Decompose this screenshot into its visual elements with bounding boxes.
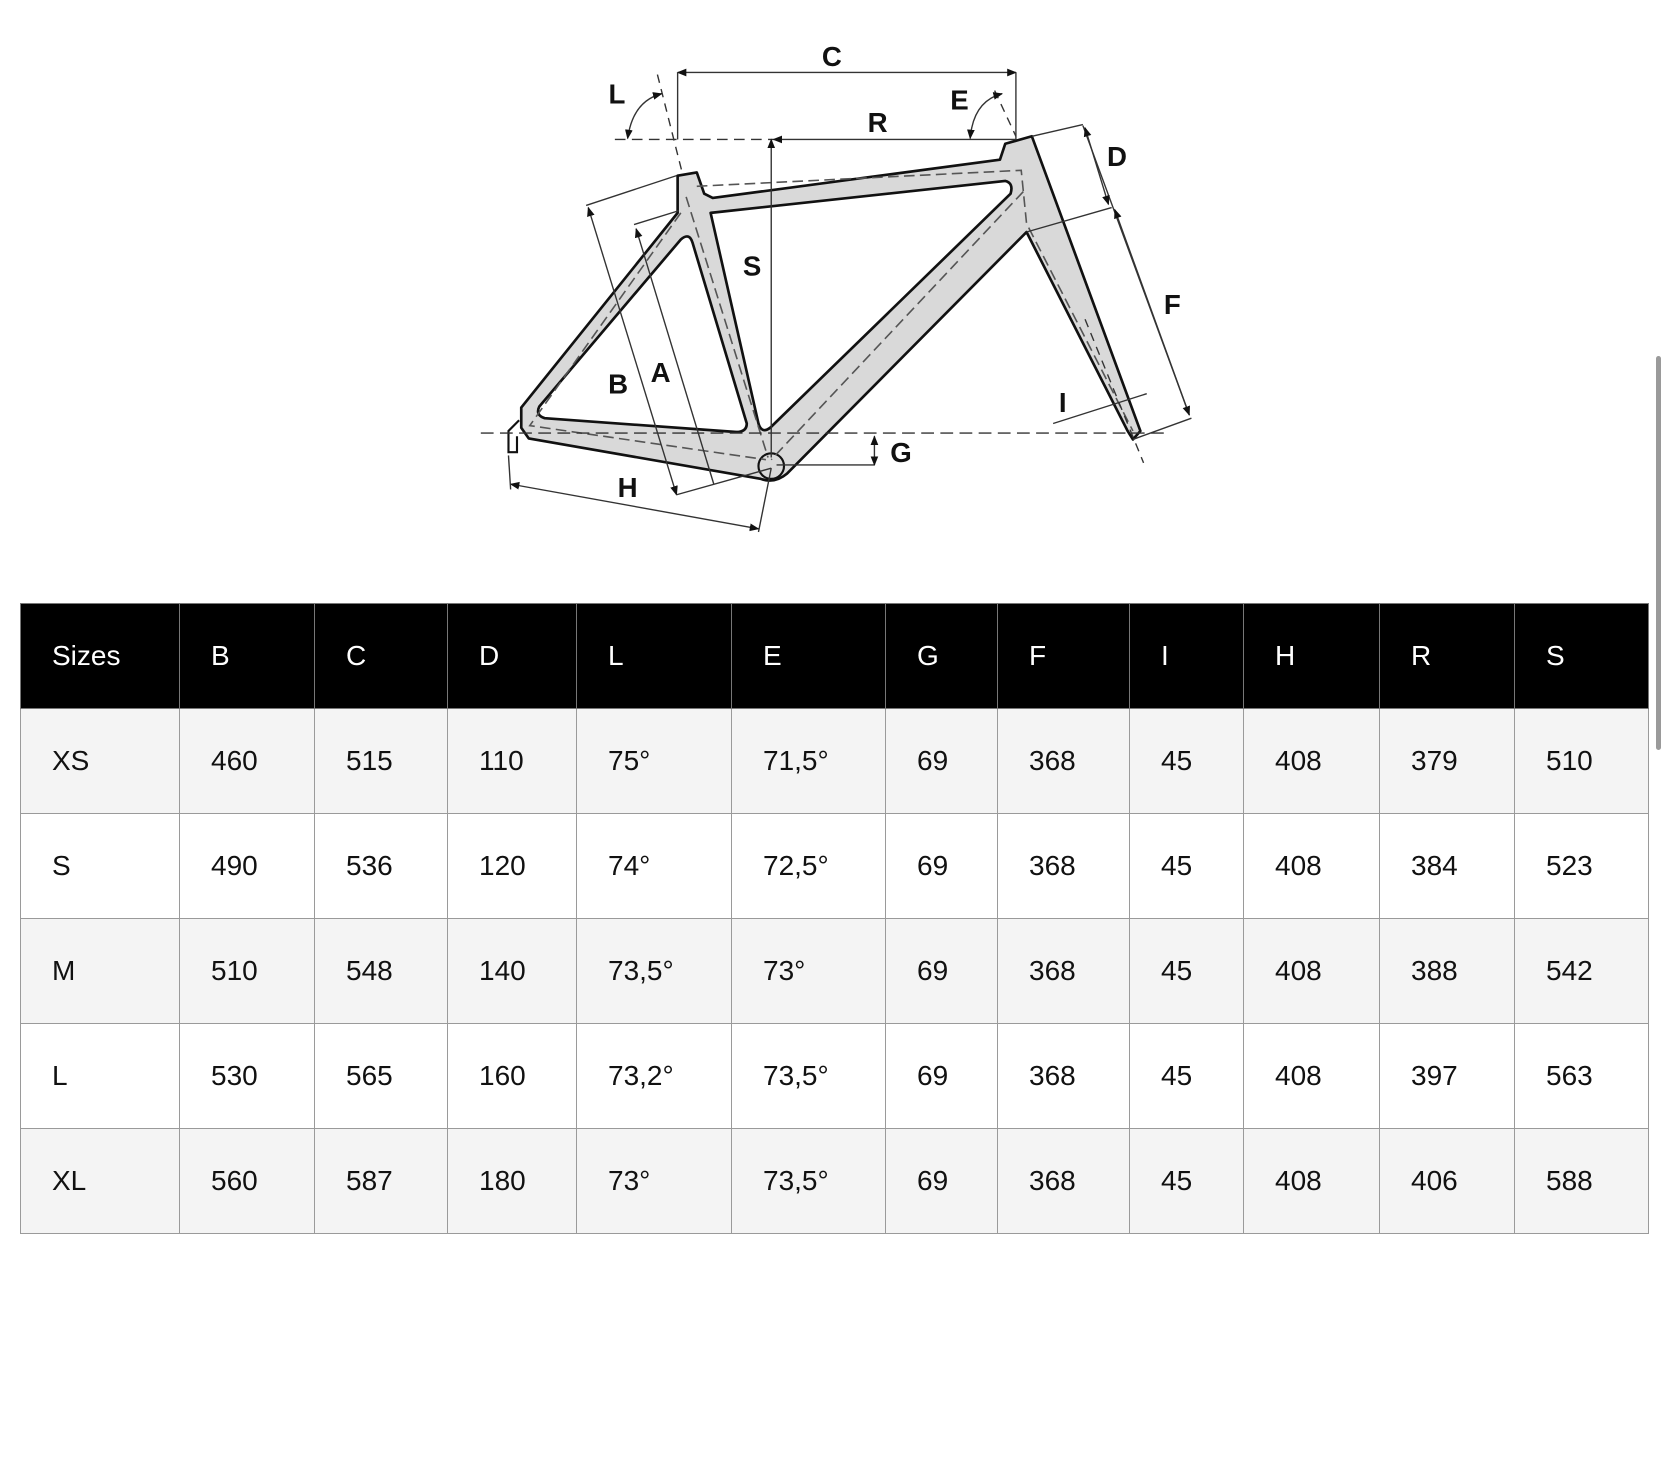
value-cell-c: 587 (314, 1128, 448, 1234)
value-cell-s: 588 (1514, 1128, 1649, 1234)
label-e: E (950, 85, 968, 116)
label-f: F (1164, 289, 1181, 320)
value-cell-h: 408 (1243, 813, 1380, 919)
value-cell-i: 45 (1129, 708, 1244, 814)
size-cell: M (20, 918, 180, 1024)
front-triangle-opening (709, 179, 1013, 432)
column-header-e: E (731, 603, 886, 709)
value-cell-r: 384 (1379, 813, 1515, 919)
label-b: B (608, 369, 628, 400)
column-header-b: B (179, 603, 315, 709)
value-cell-b: 460 (179, 708, 315, 814)
column-header-d: D (447, 603, 577, 709)
value-cell-e: 73,5° (731, 1023, 886, 1129)
column-header-g: G (885, 603, 998, 709)
scrollbar[interactable] (1656, 356, 1661, 750)
value-cell-b: 490 (179, 813, 315, 919)
value-cell-r: 397 (1379, 1023, 1515, 1129)
column-header-l: L (576, 603, 732, 709)
value-cell-d: 110 (447, 708, 577, 814)
rear-dropout (507, 419, 520, 454)
label-g: G (890, 437, 912, 468)
column-header-r: R (1379, 603, 1515, 709)
column-header-h: H (1243, 603, 1380, 709)
label-c: C (822, 41, 842, 72)
value-cell-b: 560 (179, 1128, 315, 1234)
value-cell-d: 160 (447, 1023, 577, 1129)
column-header-f: F (997, 603, 1130, 709)
value-cell-r: 388 (1379, 918, 1515, 1024)
value-cell-g: 69 (885, 1023, 998, 1129)
label-r: R (868, 107, 888, 138)
value-cell-f: 368 (997, 1128, 1130, 1234)
value-cell-e: 73,5° (731, 1128, 886, 1234)
value-cell-c: 548 (314, 918, 448, 1024)
column-header-i: I (1129, 603, 1244, 709)
dimension-lines (480, 68, 1192, 533)
value-cell-b: 510 (179, 918, 315, 1024)
value-cell-f: 368 (997, 918, 1130, 1024)
value-cell-b: 530 (179, 1023, 315, 1129)
value-cell-g: 69 (885, 918, 998, 1024)
column-header-c: C (314, 603, 448, 709)
size-cell: XL (20, 1128, 180, 1234)
value-cell-f: 368 (997, 1023, 1130, 1129)
value-cell-h: 408 (1243, 1128, 1380, 1234)
value-cell-l: 73,2° (576, 1023, 732, 1129)
value-cell-i: 45 (1129, 1023, 1244, 1129)
frame-drawing (507, 134, 1142, 482)
label-s: S (743, 251, 761, 282)
value-cell-g: 69 (885, 708, 998, 814)
size-cell: XS (20, 708, 180, 814)
value-cell-h: 408 (1243, 708, 1380, 814)
value-cell-d: 120 (447, 813, 577, 919)
value-cell-h: 408 (1243, 1023, 1380, 1129)
value-cell-g: 69 (885, 1128, 998, 1234)
value-cell-l: 75° (576, 708, 732, 814)
value-cell-i: 45 (1129, 813, 1244, 919)
value-cell-f: 368 (997, 708, 1130, 814)
value-cell-s: 510 (1514, 708, 1649, 814)
size-cell: S (20, 813, 180, 919)
value-cell-f: 368 (997, 813, 1130, 919)
value-cell-l: 74° (576, 813, 732, 919)
value-cell-l: 73,5° (576, 918, 732, 1024)
label-l: L (609, 78, 626, 109)
value-cell-c: 536 (314, 813, 448, 919)
label-i: I (1059, 387, 1067, 418)
value-cell-s: 563 (1514, 1023, 1649, 1129)
value-cell-i: 45 (1129, 918, 1244, 1024)
value-cell-e: 72,5° (731, 813, 886, 919)
value-cell-c: 515 (314, 708, 448, 814)
value-cell-i: 45 (1129, 1128, 1244, 1234)
label-h: H (618, 472, 638, 503)
value-cell-l: 73° (576, 1128, 732, 1234)
column-header-sizes: Sizes (20, 603, 180, 709)
value-cell-h: 408 (1243, 918, 1380, 1024)
value-cell-r: 406 (1379, 1128, 1515, 1234)
label-d: D (1107, 141, 1127, 172)
column-header-s: S (1514, 603, 1649, 709)
label-a: A (651, 357, 671, 388)
value-cell-s: 542 (1514, 918, 1649, 1024)
dimension-labels: C L E R D S F B A I G H (608, 41, 1181, 503)
value-cell-d: 180 (447, 1128, 577, 1234)
value-cell-d: 140 (447, 918, 577, 1024)
value-cell-e: 73° (731, 918, 886, 1024)
value-cell-r: 379 (1379, 708, 1515, 814)
value-cell-c: 565 (314, 1023, 448, 1129)
size-cell: L (20, 1023, 180, 1129)
value-cell-e: 71,5° (731, 708, 886, 814)
value-cell-s: 523 (1514, 813, 1649, 919)
value-cell-g: 69 (885, 813, 998, 919)
